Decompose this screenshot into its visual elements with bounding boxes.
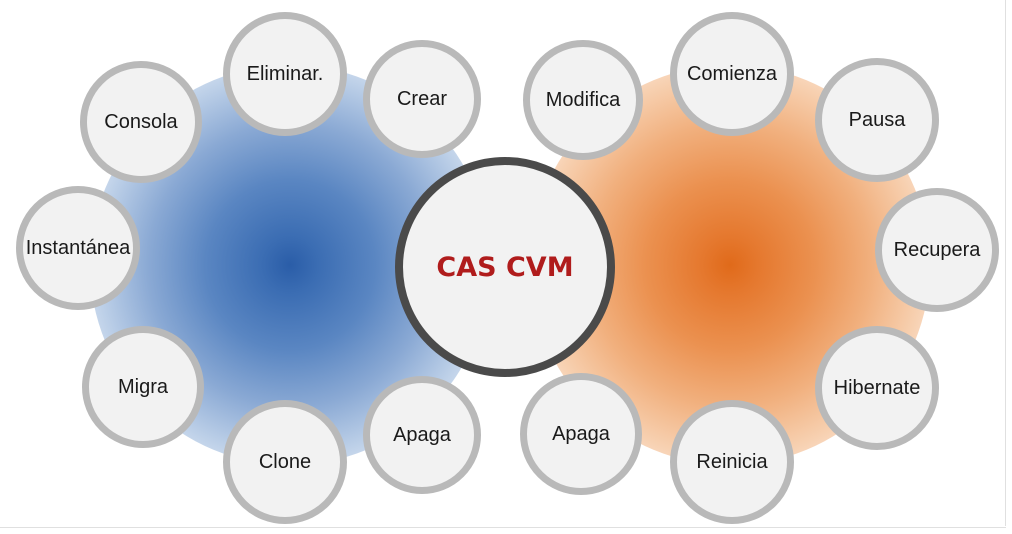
frame-bottom-edge xyxy=(0,527,1006,528)
node-recupera[interactable]: Recupera xyxy=(875,188,999,312)
node-modifica[interactable]: Modifica xyxy=(523,40,643,160)
node-apaga-right[interactable]: Apaga xyxy=(520,373,642,495)
node-apaga-left[interactable]: Apaga xyxy=(363,376,481,494)
node-comienza[interactable]: Comienza xyxy=(670,12,794,136)
node-hibernate[interactable]: Hibernate xyxy=(815,326,939,450)
node-reinicia[interactable]: Reinicia xyxy=(670,400,794,524)
center-node[interactable]: CAS CVM xyxy=(395,157,615,377)
node-migra[interactable]: Migra xyxy=(82,326,204,448)
node-eliminar[interactable]: Eliminar. xyxy=(223,12,347,136)
node-clone[interactable]: Clone xyxy=(223,400,347,524)
node-consola[interactable]: Consola xyxy=(80,61,202,183)
center-label: CAS CVM xyxy=(436,251,574,283)
node-pausa[interactable]: Pausa xyxy=(815,58,939,182)
frame-right-edge xyxy=(1005,0,1006,526)
node-crear[interactable]: Crear xyxy=(363,40,481,158)
node-instantanea[interactable]: Instantánea xyxy=(16,186,140,310)
